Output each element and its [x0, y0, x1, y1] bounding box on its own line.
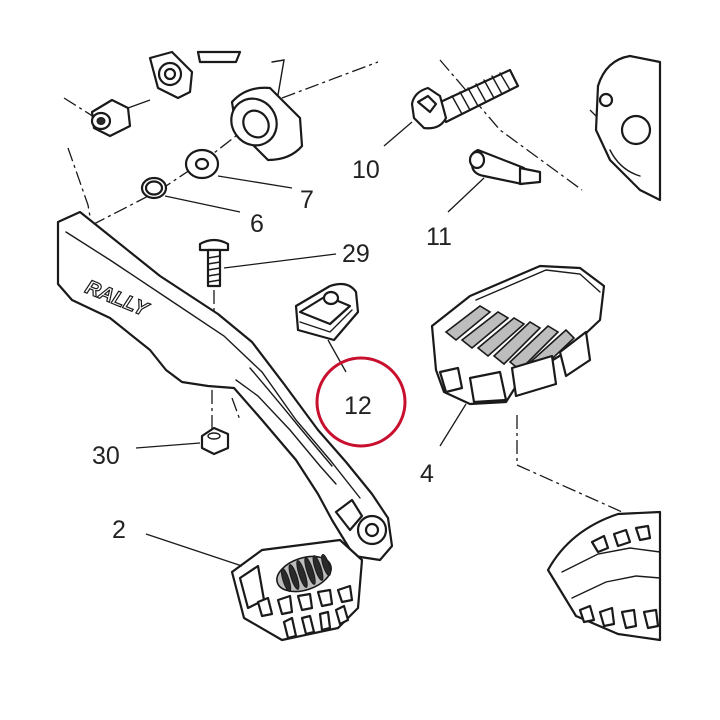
callout-12: 12	[344, 392, 372, 420]
clip-part	[148, 50, 242, 100]
callout-11: 11	[426, 223, 452, 251]
o-ring-part-6	[140, 176, 168, 200]
callout-29: 29	[342, 240, 370, 268]
bushing-part	[90, 98, 132, 138]
bolt-part-29	[198, 238, 230, 288]
foot-peg-part-2	[230, 538, 364, 642]
highlight-circle	[315, 356, 407, 448]
callout-30: 30	[92, 442, 120, 470]
spacer-part	[230, 59, 304, 162]
callout-numbers: 10 7 6 11 29 12 30 4 2	[92, 156, 452, 544]
leader-lines	[127, 99, 485, 567]
callout-2: 2	[112, 516, 126, 544]
mount-block-part-12	[294, 282, 360, 342]
callout-4: 4	[420, 460, 434, 488]
pin-part-11	[468, 148, 542, 186]
callout-10: 10	[352, 156, 380, 184]
second-foot-peg	[546, 510, 662, 642]
housing-part	[594, 54, 662, 202]
callout-6: 6	[250, 210, 264, 238]
nut-part-30	[200, 426, 230, 456]
lever-arm: RALLY	[56, 210, 394, 562]
washer-part-7	[184, 148, 220, 180]
callout-7: 7	[300, 186, 314, 214]
peg-cover-part-4	[430, 264, 606, 406]
bolt-part-10	[410, 68, 520, 130]
